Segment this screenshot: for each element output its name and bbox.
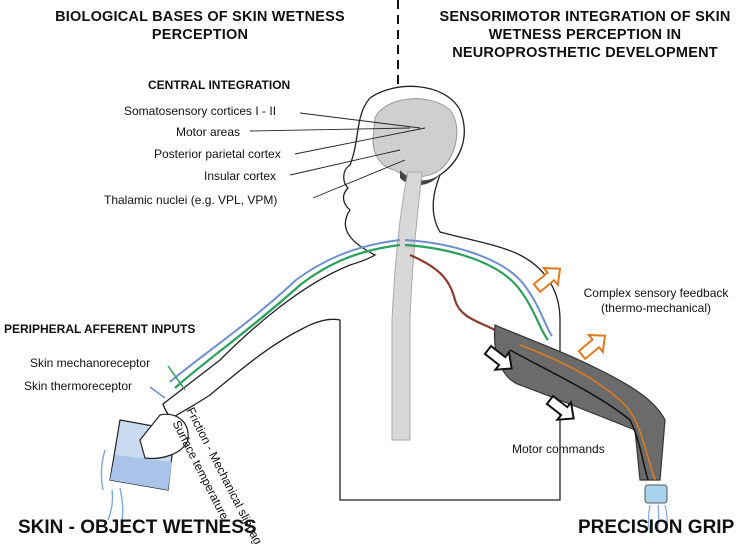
- label-insular-cortex: Insular cortex: [204, 169, 277, 183]
- motor-pathway: [409, 253, 496, 331]
- label-somatosensory: Somatosensory cortices I - II: [124, 104, 277, 118]
- motor-arrow-lower: [545, 394, 575, 421]
- motor-arrow-upper: [483, 344, 513, 371]
- pointer-thermoreceptor: [149, 386, 166, 399]
- peripheral-title: PERIPHERAL AFFERENT INPUTS: [4, 322, 196, 336]
- prosthetic-wiring: [519, 344, 656, 481]
- pointer-somatosensory: [299, 112, 421, 129]
- water-in-cup: [110, 455, 172, 490]
- pointer-insular: [289, 149, 401, 176]
- object-drips: [647, 504, 668, 534]
- pointer-thalamic: [312, 159, 406, 199]
- label-mechanoreceptor: Skin mechanoreceptor: [30, 356, 151, 370]
- feedback-arrow-upper: [532, 266, 562, 294]
- label-posterior-parietal: Posterior parietal cortex: [154, 147, 281, 161]
- bottom-right-title: PRECISION GRIP: [578, 517, 735, 538]
- mechano-pathway: [174, 243, 401, 389]
- brain: [372, 98, 458, 178]
- bottom-left-title: SKIN - OBJECT WETNESS: [18, 517, 257, 538]
- spinal-cord: [391, 171, 423, 441]
- right-heading: SENSORIMOTOR INTEGRATION OF SKIN WETNESS…: [439, 9, 731, 61]
- label-motor-commands: Motor commands: [512, 442, 605, 456]
- pointer-motor: [249, 127, 411, 132]
- mechano-pathway-right: [404, 243, 549, 341]
- label-thermoreceptor: Skin thermoreceptor: [24, 379, 133, 393]
- thermo-pathway: [169, 239, 401, 383]
- label-thalamic-nuclei: Thalamic nuclei (e.g. VPL, VPM): [104, 193, 278, 207]
- gripped-object: [644, 484, 668, 504]
- water-drips: [100, 449, 124, 523]
- label-feedback: Complex sensory feedback (thermo-mechani…: [583, 286, 729, 315]
- label-motor-areas: Motor areas: [176, 125, 241, 139]
- central-integration-title: CENTRAL INTEGRATION: [148, 78, 291, 92]
- left-heading: BIOLOGICAL BASES OF SKIN WETNESS PERCEPT…: [55, 9, 345, 43]
- feedback-arrow-lower: [577, 333, 607, 361]
- prosthetic-motor-wire: [509, 349, 649, 481]
- pointer-parietal: [294, 127, 426, 155]
- thermo-pathway-right: [404, 239, 553, 337]
- pointer-mechanoreceptor: [167, 365, 186, 391]
- left-hand: [139, 413, 189, 460]
- body-outline: [162, 85, 561, 501]
